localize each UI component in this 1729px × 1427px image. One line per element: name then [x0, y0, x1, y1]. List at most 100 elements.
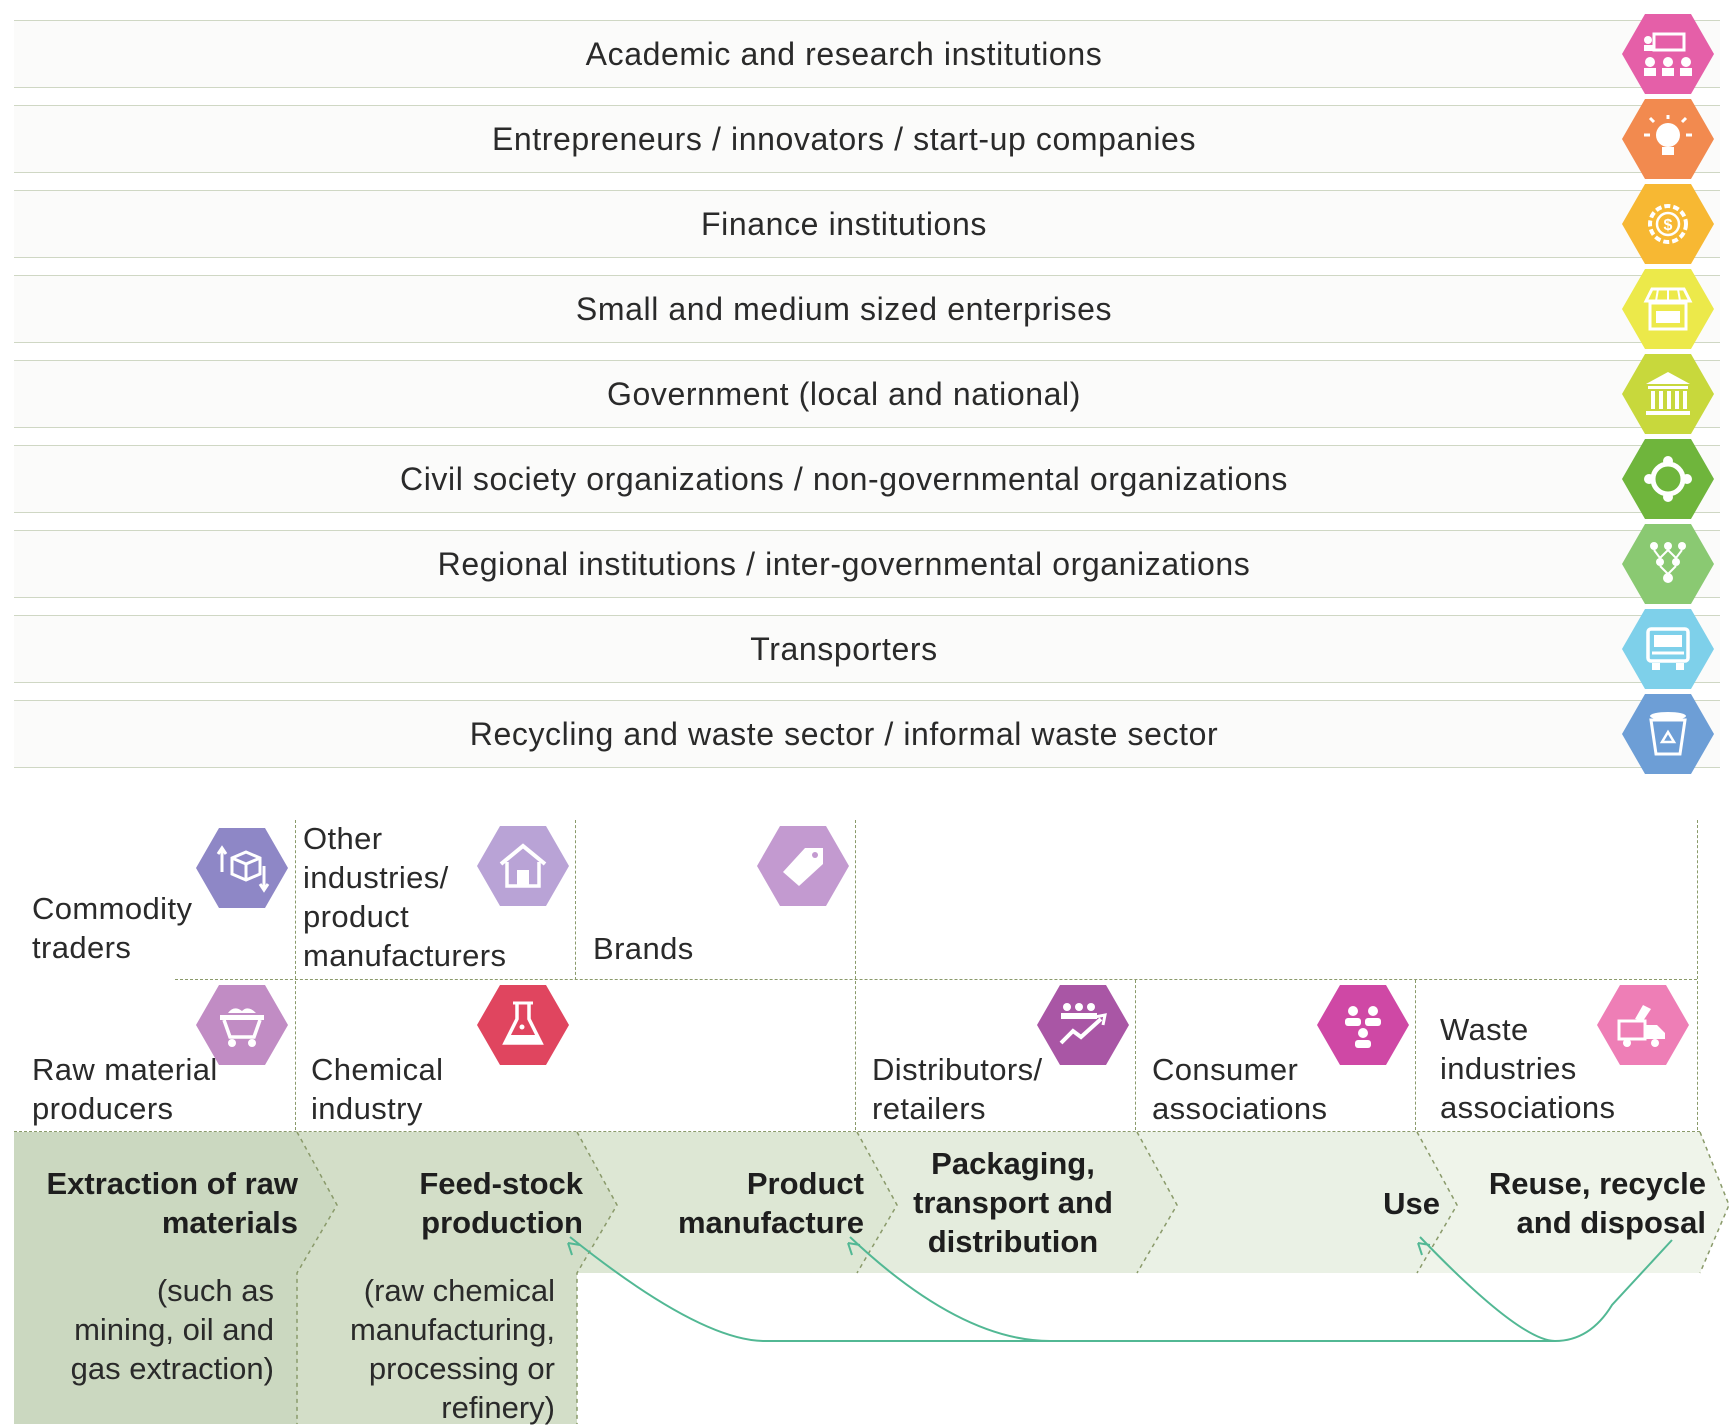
stakeholder-row-academic: Academic and research institutions: [14, 14, 1720, 94]
classroom-icon: [1622, 14, 1714, 94]
actor-commodity-traders: Commodity traders: [32, 889, 192, 967]
stage-label: manufacture: [677, 1205, 864, 1240]
note-line: (raw chemical: [363, 1273, 555, 1308]
stakeholder-label: Finance institutions: [701, 206, 987, 242]
actor-label: manufacturers: [303, 938, 507, 973]
garbage-truck-icon: [1597, 985, 1689, 1065]
actor-label: industry: [311, 1091, 423, 1126]
stage-reuse: Reuse, recycle and disposal: [1440, 1164, 1706, 1242]
lightbulb-idea-icon: [1622, 99, 1714, 179]
note-line: processing or: [368, 1351, 555, 1386]
actor-label: retailers: [872, 1091, 986, 1126]
price-tag-icon: [757, 826, 849, 906]
stage-feedstock: Feed-stock production: [304, 1164, 583, 1242]
actor-chemical-industry: Chemical industry: [311, 1050, 443, 1128]
stage-label: Use: [1383, 1186, 1440, 1221]
divider: [175, 979, 1697, 980]
actor-other-industries: Other industries/ product manufacturers: [303, 819, 506, 975]
actor-label: associations: [1152, 1091, 1328, 1126]
stakeholder-label: Recycling and waste sector / informal wa…: [469, 716, 1219, 752]
actor-label: Consumer: [1152, 1052, 1299, 1087]
stage-label: distribution: [927, 1224, 1099, 1259]
actor-label: producers: [32, 1091, 174, 1126]
stakeholder-label: Entrepreneurs / innovators / start-up co…: [491, 121, 1197, 157]
stage-use: Use: [1180, 1184, 1440, 1223]
stage-label: Product: [746, 1166, 864, 1201]
stage-label: Packaging,: [931, 1146, 1095, 1181]
divider: [855, 820, 856, 1130]
community-circle-icon: [1622, 439, 1714, 519]
actor-consumer-associations: Consumer associations: [1152, 1050, 1327, 1128]
circular-loop-arrows: [567, 1236, 1673, 1342]
actor-label: Chemical: [311, 1052, 444, 1087]
actor-label: Other: [303, 821, 383, 856]
stakeholder-label: Government (local and national): [607, 376, 1081, 412]
actor-waste-industries: Waste industries associations: [1440, 1010, 1615, 1127]
package-trade-icon: [196, 828, 288, 908]
stakeholder-row-transporters: Transporters: [14, 609, 1720, 689]
actor-label: Raw material: [32, 1052, 218, 1087]
stakeholder-label: Academic and research institutions: [585, 36, 1103, 72]
stakeholder-row-government: Government (local and national): [14, 354, 1720, 434]
note-line: gas extraction): [70, 1351, 274, 1386]
stakeholder-row-sme: Small and medium sized enterprises: [14, 269, 1720, 349]
actor-brands: Brands: [593, 929, 694, 968]
stage-label: transport and: [913, 1185, 1113, 1220]
stage-label: Extraction of raw: [46, 1166, 299, 1201]
stage-label: and disposal: [1516, 1205, 1706, 1240]
stage-label: Reuse, recycle: [1488, 1166, 1706, 1201]
stage-manufacture: Product manufacture: [596, 1164, 864, 1242]
stakeholder-label: Transporters: [750, 631, 938, 667]
stakeholder-row-finance: Finance institutions $: [14, 184, 1720, 264]
flask-icon: [477, 985, 569, 1065]
actor-distributors-retailers: Distributors/ retailers: [872, 1050, 1043, 1128]
note-line: mining, oil and: [74, 1312, 274, 1347]
people-group-icon: [1317, 985, 1409, 1065]
divider: [1697, 820, 1698, 1130]
actor-label: associations: [1440, 1090, 1616, 1125]
dollar-coin-gear-icon: $: [1622, 184, 1714, 264]
stage-label: Feed-stock: [419, 1166, 583, 1201]
chevron-band: [14, 1131, 1729, 1424]
stakeholder-label: Regional institutions / inter-government…: [437, 546, 1251, 582]
actor-raw-material-producers: Raw material producers: [32, 1050, 218, 1128]
stakeholder-label: Small and medium sized enterprises: [575, 291, 1113, 327]
note-line: (such as: [156, 1273, 274, 1308]
actor-label: Waste: [1440, 1012, 1529, 1047]
stakeholder-row-recycling: Recycling and waste sector / informal wa…: [14, 694, 1720, 774]
actor-label: Distributors/: [872, 1052, 1043, 1087]
svg-text:$: $: [1664, 217, 1673, 234]
actor-label: traders: [32, 930, 132, 965]
stage-label: production: [421, 1205, 583, 1240]
divider: [1415, 980, 1416, 1130]
actor-label: product: [303, 899, 410, 934]
note-feedstock: (raw chemical manufacturing, processing …: [300, 1271, 555, 1427]
divider: [1135, 980, 1136, 1130]
actor-label: industries: [1440, 1051, 1577, 1086]
truck-front-icon: [1622, 609, 1714, 689]
stage-shape-packaging: [857, 1132, 1177, 1273]
stakeholder-row-regional: Regional institutions / inter-government…: [14, 524, 1720, 604]
note-extraction: (such as mining, oil and gas extraction): [24, 1271, 274, 1388]
government-building-icon: [1622, 354, 1714, 434]
network-people-icon: [1622, 524, 1714, 604]
stage-shape-reuse: [1417, 1132, 1729, 1273]
recycling-bin-icon: [1622, 694, 1714, 774]
stage-shape-extraction: [14, 1132, 337, 1424]
stakeholder-row-entrepreneurs: Entrepreneurs / innovators / start-up co…: [14, 99, 1720, 179]
stage-shape-feedstock: [297, 1132, 617, 1424]
divider: [575, 820, 576, 980]
stakeholder-label: Civil society organizations / non-govern…: [400, 461, 1288, 497]
divider: [14, 1131, 1700, 1132]
actor-label: industries/: [303, 860, 449, 895]
note-line: refinery): [441, 1390, 555, 1425]
storefront-icon: [1622, 269, 1714, 349]
stage-label: materials: [161, 1205, 298, 1240]
stakeholder-row-civil-society: Civil society organizations / non-govern…: [14, 439, 1720, 519]
stage-extraction: Extraction of raw materials: [24, 1164, 299, 1242]
actor-label: Commodity: [32, 891, 193, 926]
actor-label: Brands: [593, 931, 694, 966]
note-line: manufacturing,: [349, 1312, 555, 1347]
sales-growth-icon: [1037, 985, 1129, 1065]
stage-shape-manufacture: [577, 1132, 897, 1273]
